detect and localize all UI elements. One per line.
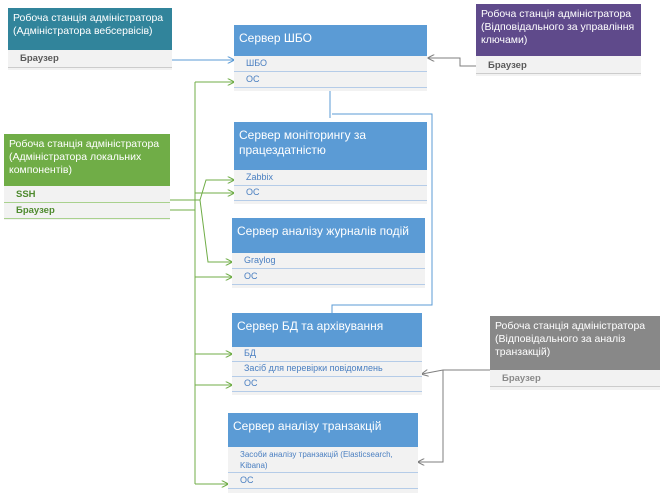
tx-admin-db-link — [422, 370, 490, 374]
green-bus — [170, 81, 234, 484]
server-shbo: Сервер ШБО ШБО ОС — [234, 25, 427, 91]
workstation-title: Робоча станція адміністратора (Відповіда… — [490, 316, 660, 370]
server-title: Сервер моніторингу за працездатністю — [234, 122, 427, 170]
server-component: Засіб для перевірки повідомлень — [232, 363, 422, 377]
server-component: ШБО — [234, 58, 427, 72]
server-component: БД — [232, 348, 422, 362]
server-component: Zabbix — [234, 172, 427, 186]
server-db: Сервер БД та архівування БД Засіб для пе… — [232, 313, 422, 395]
server-title: Сервер аналізу журналів подій — [232, 218, 425, 253]
key-admin-link — [428, 58, 478, 67]
server-transactions: Сервер аналізу транзакцій Засоби аналізу… — [228, 413, 418, 493]
browser-label: Браузер — [476, 60, 641, 74]
workstation-tx-admin: Робоча станція адміністратора (Відповіда… — [490, 316, 660, 390]
ssh-label: SSH — [4, 189, 170, 203]
workstation-web-admin: Робоча станція адміністратора (Адміністр… — [8, 8, 172, 70]
server-component: ОС — [234, 187, 427, 201]
ssh-link — [199, 180, 234, 201]
server-component: ОС — [232, 378, 422, 392]
ssh-link-logs — [199, 199, 232, 262]
tx-admin-tx-link — [418, 370, 444, 462]
browser-label: Браузер — [490, 373, 660, 387]
server-component: Graylog — [232, 255, 425, 269]
server-component: ОС — [228, 475, 418, 489]
workstation-title: Робоча станція адміністратора (Адміністр… — [4, 134, 170, 186]
browser-label: Браузер — [8, 53, 172, 68]
server-title: Сервер ШБО — [234, 25, 427, 56]
workstation-local-admin: Робоча станція адміністратора (Адміністр… — [4, 134, 170, 220]
shbo-db-link — [331, 113, 433, 313]
server-logs: Сервер аналізу журналів подій Graylog ОС — [232, 218, 425, 288]
server-monitoring: Сервер моніторингу за працездатністю Zab… — [234, 122, 427, 204]
server-component: ОС — [232, 271, 425, 285]
workstation-title: Робоча станція адміністратора (Адміністр… — [8, 8, 172, 50]
server-title: Сервер аналізу транзакцій — [228, 413, 418, 447]
server-component: ОС — [234, 74, 427, 88]
workstation-key-admin: Робоча станція адміністратора (Відповіда… — [476, 4, 641, 76]
server-component: Засоби аналізу транзакцій (Elasticsearch… — [228, 449, 418, 473]
browser-label: Браузер — [4, 205, 170, 219]
workstation-title: Робоча станція адміністратора (Відповіда… — [476, 4, 641, 56]
server-title: Сервер БД та архівування — [232, 313, 422, 347]
